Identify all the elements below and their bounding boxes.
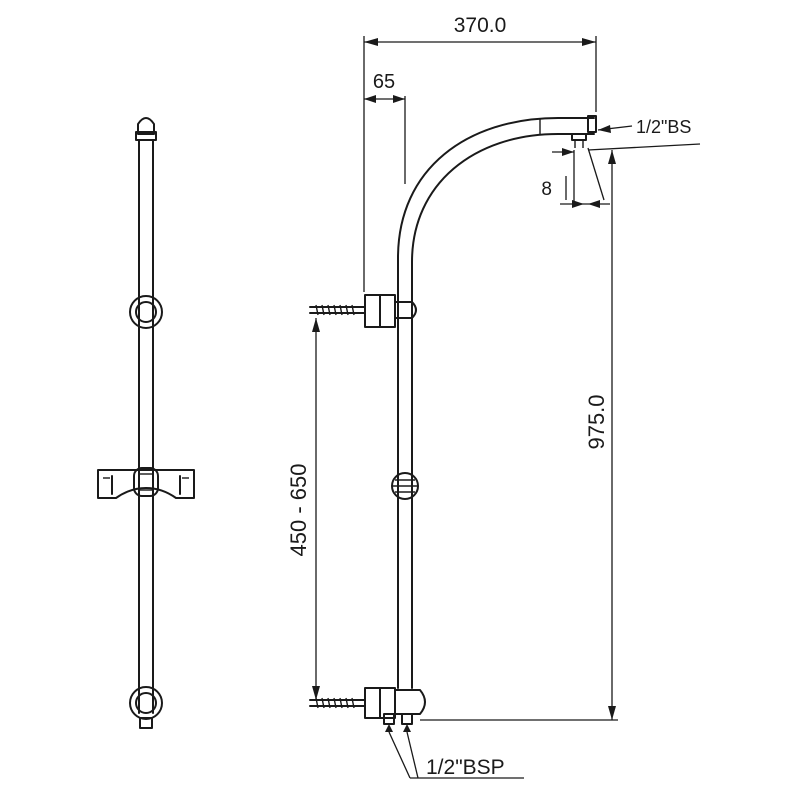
label-bracket-range: 450 - 650 (286, 464, 311, 557)
side-arm-outer (397, 117, 595, 301)
side-slider-knob (391, 472, 419, 500)
side-lower-bracket (309, 687, 426, 732)
side-arm-inner (411, 133, 595, 301)
front-lower-bracket (129, 686, 163, 729)
front-view (97, 117, 195, 729)
ext-line-nozzle-top (587, 143, 701, 151)
side-head-cap (587, 115, 597, 133)
front-slider (97, 467, 195, 499)
label-bottom-thread: 1/2"BSP (426, 756, 505, 779)
label-arm-offset: 65 (373, 71, 395, 93)
dim-width-total (364, 38, 596, 46)
dim-arm-offset (364, 95, 405, 103)
leader-bottom-bsp (388, 731, 524, 779)
label-height-total: 975.0 (584, 394, 609, 449)
label-width-total: 370.0 (454, 14, 507, 37)
side-view (309, 36, 701, 779)
label-top-thread: 1/2"BS (636, 117, 691, 137)
front-top-cap (137, 117, 155, 135)
dim-bracket-range (312, 318, 320, 700)
dim-nozzle-drop (552, 147, 610, 208)
front-top-collar (135, 131, 157, 141)
front-upper-bracket (129, 295, 163, 329)
side-upper-bracket (309, 294, 417, 328)
side-nozzle (571, 133, 587, 148)
label-nozzle-drop: 8 (541, 179, 552, 200)
dim-height-total (608, 150, 616, 720)
leader-top-bsp (597, 125, 633, 133)
